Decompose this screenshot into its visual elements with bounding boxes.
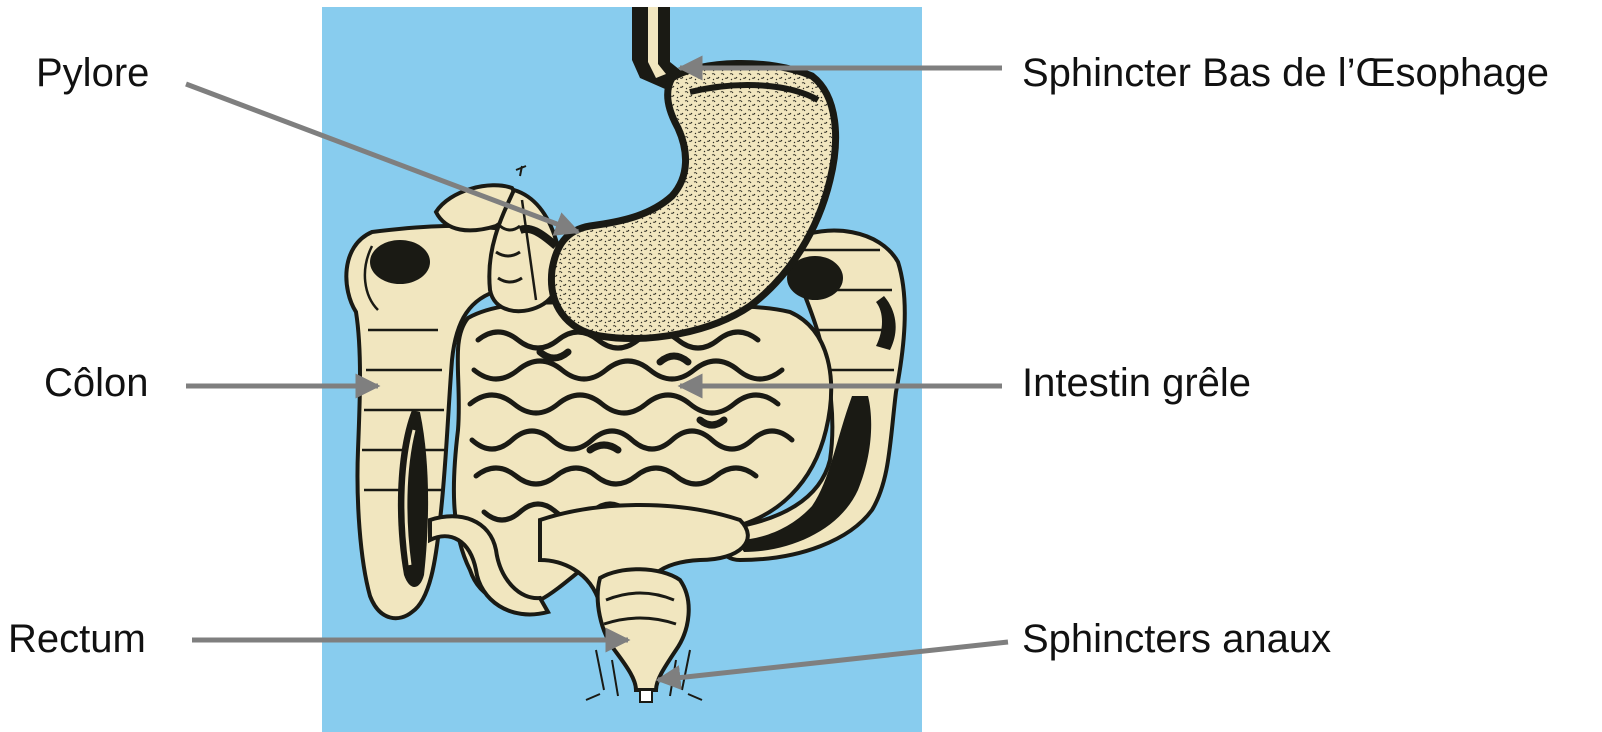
label-colon: Côlon <box>44 361 149 405</box>
label-sphincter-oesophage: Sphincter Bas de l’Œsophage <box>1022 51 1549 95</box>
label-intestin-grele: Intestin grêle <box>1022 361 1251 405</box>
label-pylore: Pylore <box>36 51 149 95</box>
label-rectum: Rectum <box>8 617 146 661</box>
label-sphincters-anaux: Sphincters anaux <box>1022 617 1331 661</box>
